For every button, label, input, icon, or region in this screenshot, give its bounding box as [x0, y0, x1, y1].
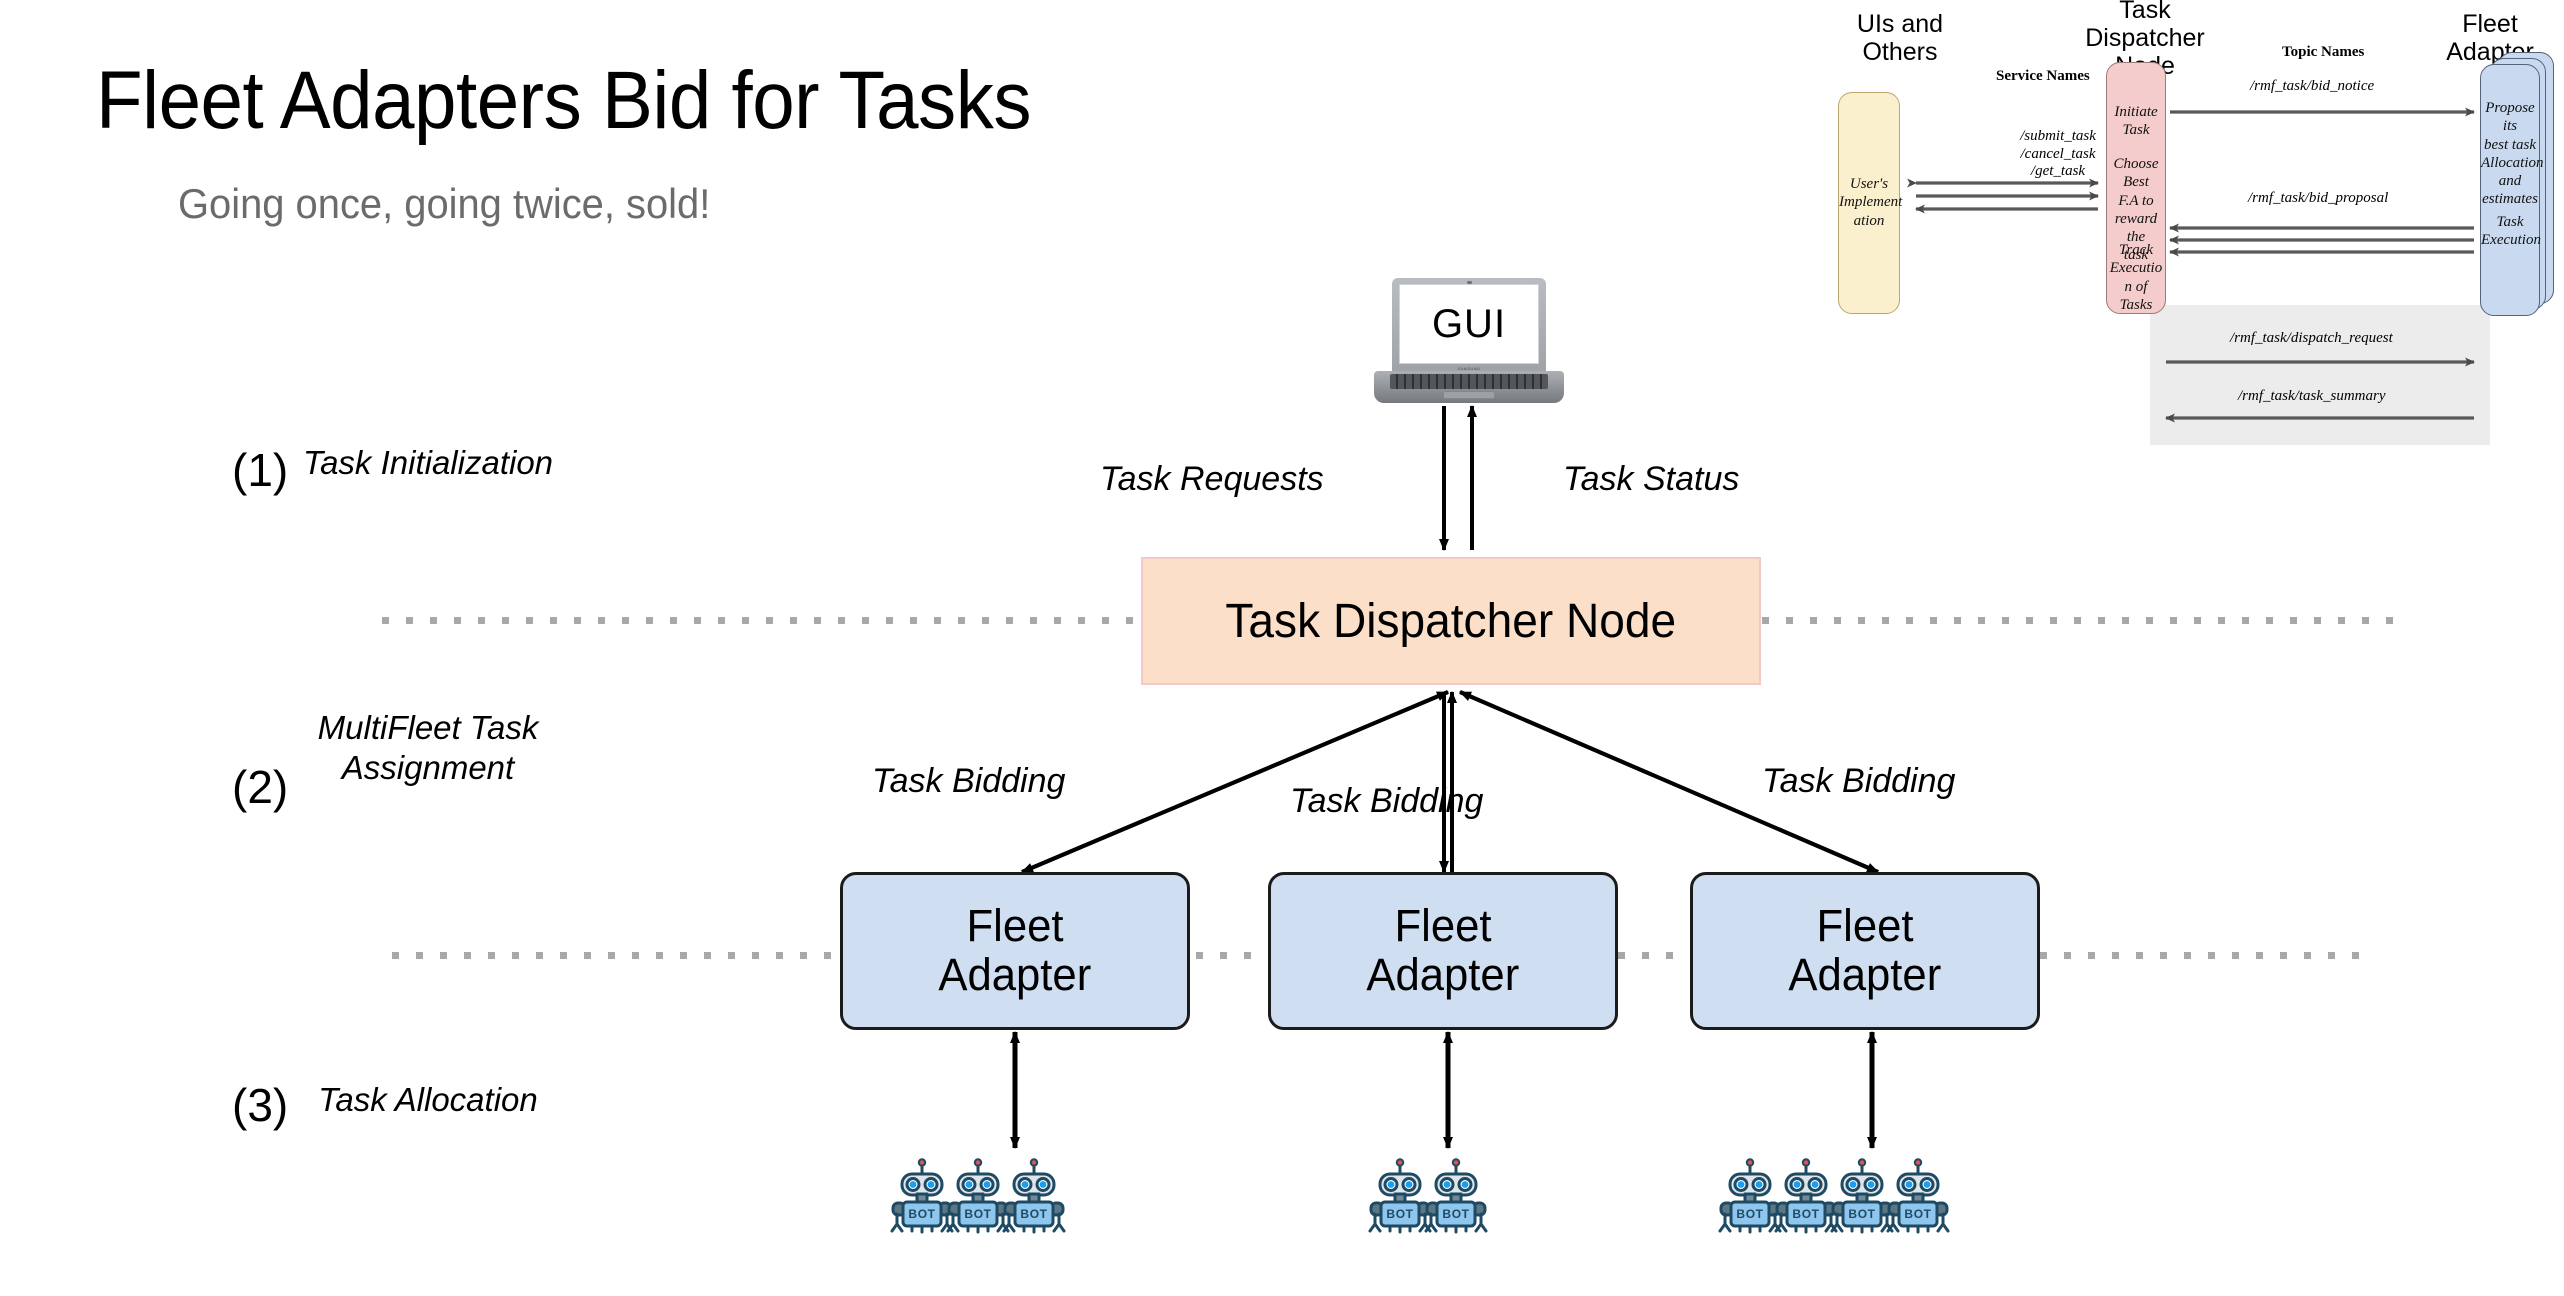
robot-icon: BOT	[1718, 1158, 1782, 1234]
flow-label-task-requests: Task Requests	[1100, 460, 1324, 498]
robot-icon: BOT	[1886, 1158, 1950, 1234]
laptop-base	[1374, 371, 1564, 403]
robot-icon: BOT	[946, 1158, 1010, 1234]
inset-lane-uis-text: User's Implement ation	[1839, 176, 1903, 229]
robot-icon: BOT	[1774, 1158, 1838, 1234]
robot-group-3: BOT BOT	[1718, 1158, 1950, 1236]
flow-label-task-bidding-1: Task Bidding	[872, 762, 1066, 800]
inset-lane-dispatcher-text-2: Choose Best F.A to reward the task	[2113, 156, 2159, 264]
robot-icon: BOT	[1424, 1158, 1488, 1234]
inset-topic-dispatch-request: /rmf_task/dispatch_request	[2230, 330, 2393, 346]
robot-icon: BOT	[1002, 1158, 1066, 1234]
inset-connector-layer	[1907, 107, 2475, 423]
laptop-brand-mark: SAMSUNG	[1457, 366, 1481, 371]
robot-group-1: BOT BOT	[890, 1158, 1066, 1236]
robot-group-2: BOT BOT	[1368, 1158, 1488, 1236]
svg-text:BOT: BOT	[1386, 1207, 1413, 1221]
inset-lane-fleet-text-1: Propose its best task Allocation and est…	[2481, 100, 2544, 208]
gui-laptop: GUI SAMSUNG	[1374, 278, 1564, 403]
page-title: Fleet Adapters Bid for Tasks	[96, 55, 1032, 146]
separator-line-1-left	[382, 617, 1142, 624]
separator-line-2-d	[2040, 952, 2370, 959]
fleet-adapter-label-1-line1: Fleet	[966, 900, 1064, 952]
fleet-adapter-label-2-line1: Fleet	[1394, 900, 1492, 952]
inset-topic-bid-proposal: /rmf_task/bid_proposal	[2248, 190, 2389, 206]
step-label-1: Task Initialization	[302, 444, 554, 481]
laptop-lid: GUI SAMSUNG	[1392, 278, 1546, 372]
svg-text:BOT: BOT	[1848, 1207, 1875, 1221]
robot-icon: BOT	[1830, 1158, 1894, 1234]
inset-lane-dispatcher: Initiate Task Choose Best F.A to reward …	[2106, 62, 2166, 314]
svg-text:BOT: BOT	[964, 1207, 991, 1221]
svg-text:BOT: BOT	[1792, 1207, 1819, 1221]
step-label-3: Task Allocation	[318, 1081, 538, 1118]
inset-topic-task-summary: /rmf_task/task_summary	[2238, 388, 2386, 404]
robot-icon: BOT	[1368, 1158, 1432, 1234]
gui-label: GUI	[1431, 301, 1507, 346]
inset-lane-dispatcher-text-1: Initiate Task	[2114, 104, 2158, 139]
svg-text:BOT: BOT	[908, 1207, 935, 1221]
laptop-keyboard	[1390, 374, 1548, 389]
step-number-3: (3)	[232, 1079, 289, 1131]
laptop-trackpad	[1443, 391, 1495, 399]
step-label-2: MultiFleet Task Assignment	[317, 709, 539, 787]
task-dispatcher-node-box[interactable]: Task Dispatcher Node	[1141, 557, 1761, 685]
svg-text:BOT: BOT	[1736, 1207, 1763, 1221]
separator-line-2-b	[1196, 952, 1268, 959]
task-dispatcher-node-label: Task Dispatcher Node	[1225, 594, 1677, 648]
flow-label-task-bidding-3: Task Bidding	[1762, 762, 1956, 800]
step-number-1: (1)	[232, 444, 289, 496]
inset-lane-uis: User's Implement ation	[1838, 92, 1903, 314]
laptop-webcam-icon	[1466, 281, 1472, 284]
page-subtitle: Going once, going twice, sold!	[178, 180, 711, 227]
flow-label-task-bidding-2: Task Bidding	[1290, 782, 1484, 820]
separator-line-1-right	[1762, 617, 2402, 624]
svg-text:BOT: BOT	[1442, 1207, 1469, 1221]
fleet-adapter-label-2-line2: Adapter	[1366, 949, 1520, 1000]
fleet-adapter-box-1[interactable]: Fleet Adapter	[840, 872, 1190, 1030]
inset-lane-fleet-front: Propose its best task Allocation and est…	[2480, 64, 2544, 316]
inset-highlight-band	[2150, 305, 2490, 445]
fleet-adapter-label-3-line2: Adapter	[1788, 949, 1942, 1000]
svg-text:BOT: BOT	[1904, 1207, 1931, 1221]
fleet-adapter-box-2[interactable]: Fleet Adapter	[1268, 872, 1618, 1030]
inset-column-header-uis: UIs and Others	[1856, 10, 1944, 66]
inset-architecture-diagram: UIs and Others Task Dispatcher Node Flee…	[1820, 0, 2564, 540]
inset-lane-dispatcher-text-3: Track Executio n of Tasks	[2109, 242, 2163, 313]
inset-lane-fleet-text-2: Task Execution	[2481, 214, 2541, 249]
inset-label-topic-names: Topic Names	[2282, 44, 2365, 60]
step-number-2: (2)	[232, 761, 289, 813]
inset-service-calls: /submit_task /cancel_task /get_task	[2020, 128, 2096, 180]
separator-line-2-a	[392, 952, 840, 959]
separator-line-2-c	[1618, 952, 1690, 959]
fleet-adapter-label-3-line1: Fleet	[1816, 900, 1914, 952]
inset-label-service-names: Service Names	[1996, 68, 2090, 84]
fleet-adapter-box-3[interactable]: Fleet Adapter	[1690, 872, 2040, 1030]
inset-topic-bid-notice: /rmf_task/bid_notice	[2250, 78, 2375, 94]
svg-text:BOT: BOT	[1020, 1207, 1047, 1221]
robot-icon: BOT	[890, 1158, 954, 1234]
fleet-adapter-label-1-line2: Adapter	[938, 949, 1092, 1000]
flow-label-task-status: Task Status	[1563, 460, 1740, 498]
laptop-screen: GUI	[1399, 284, 1539, 364]
